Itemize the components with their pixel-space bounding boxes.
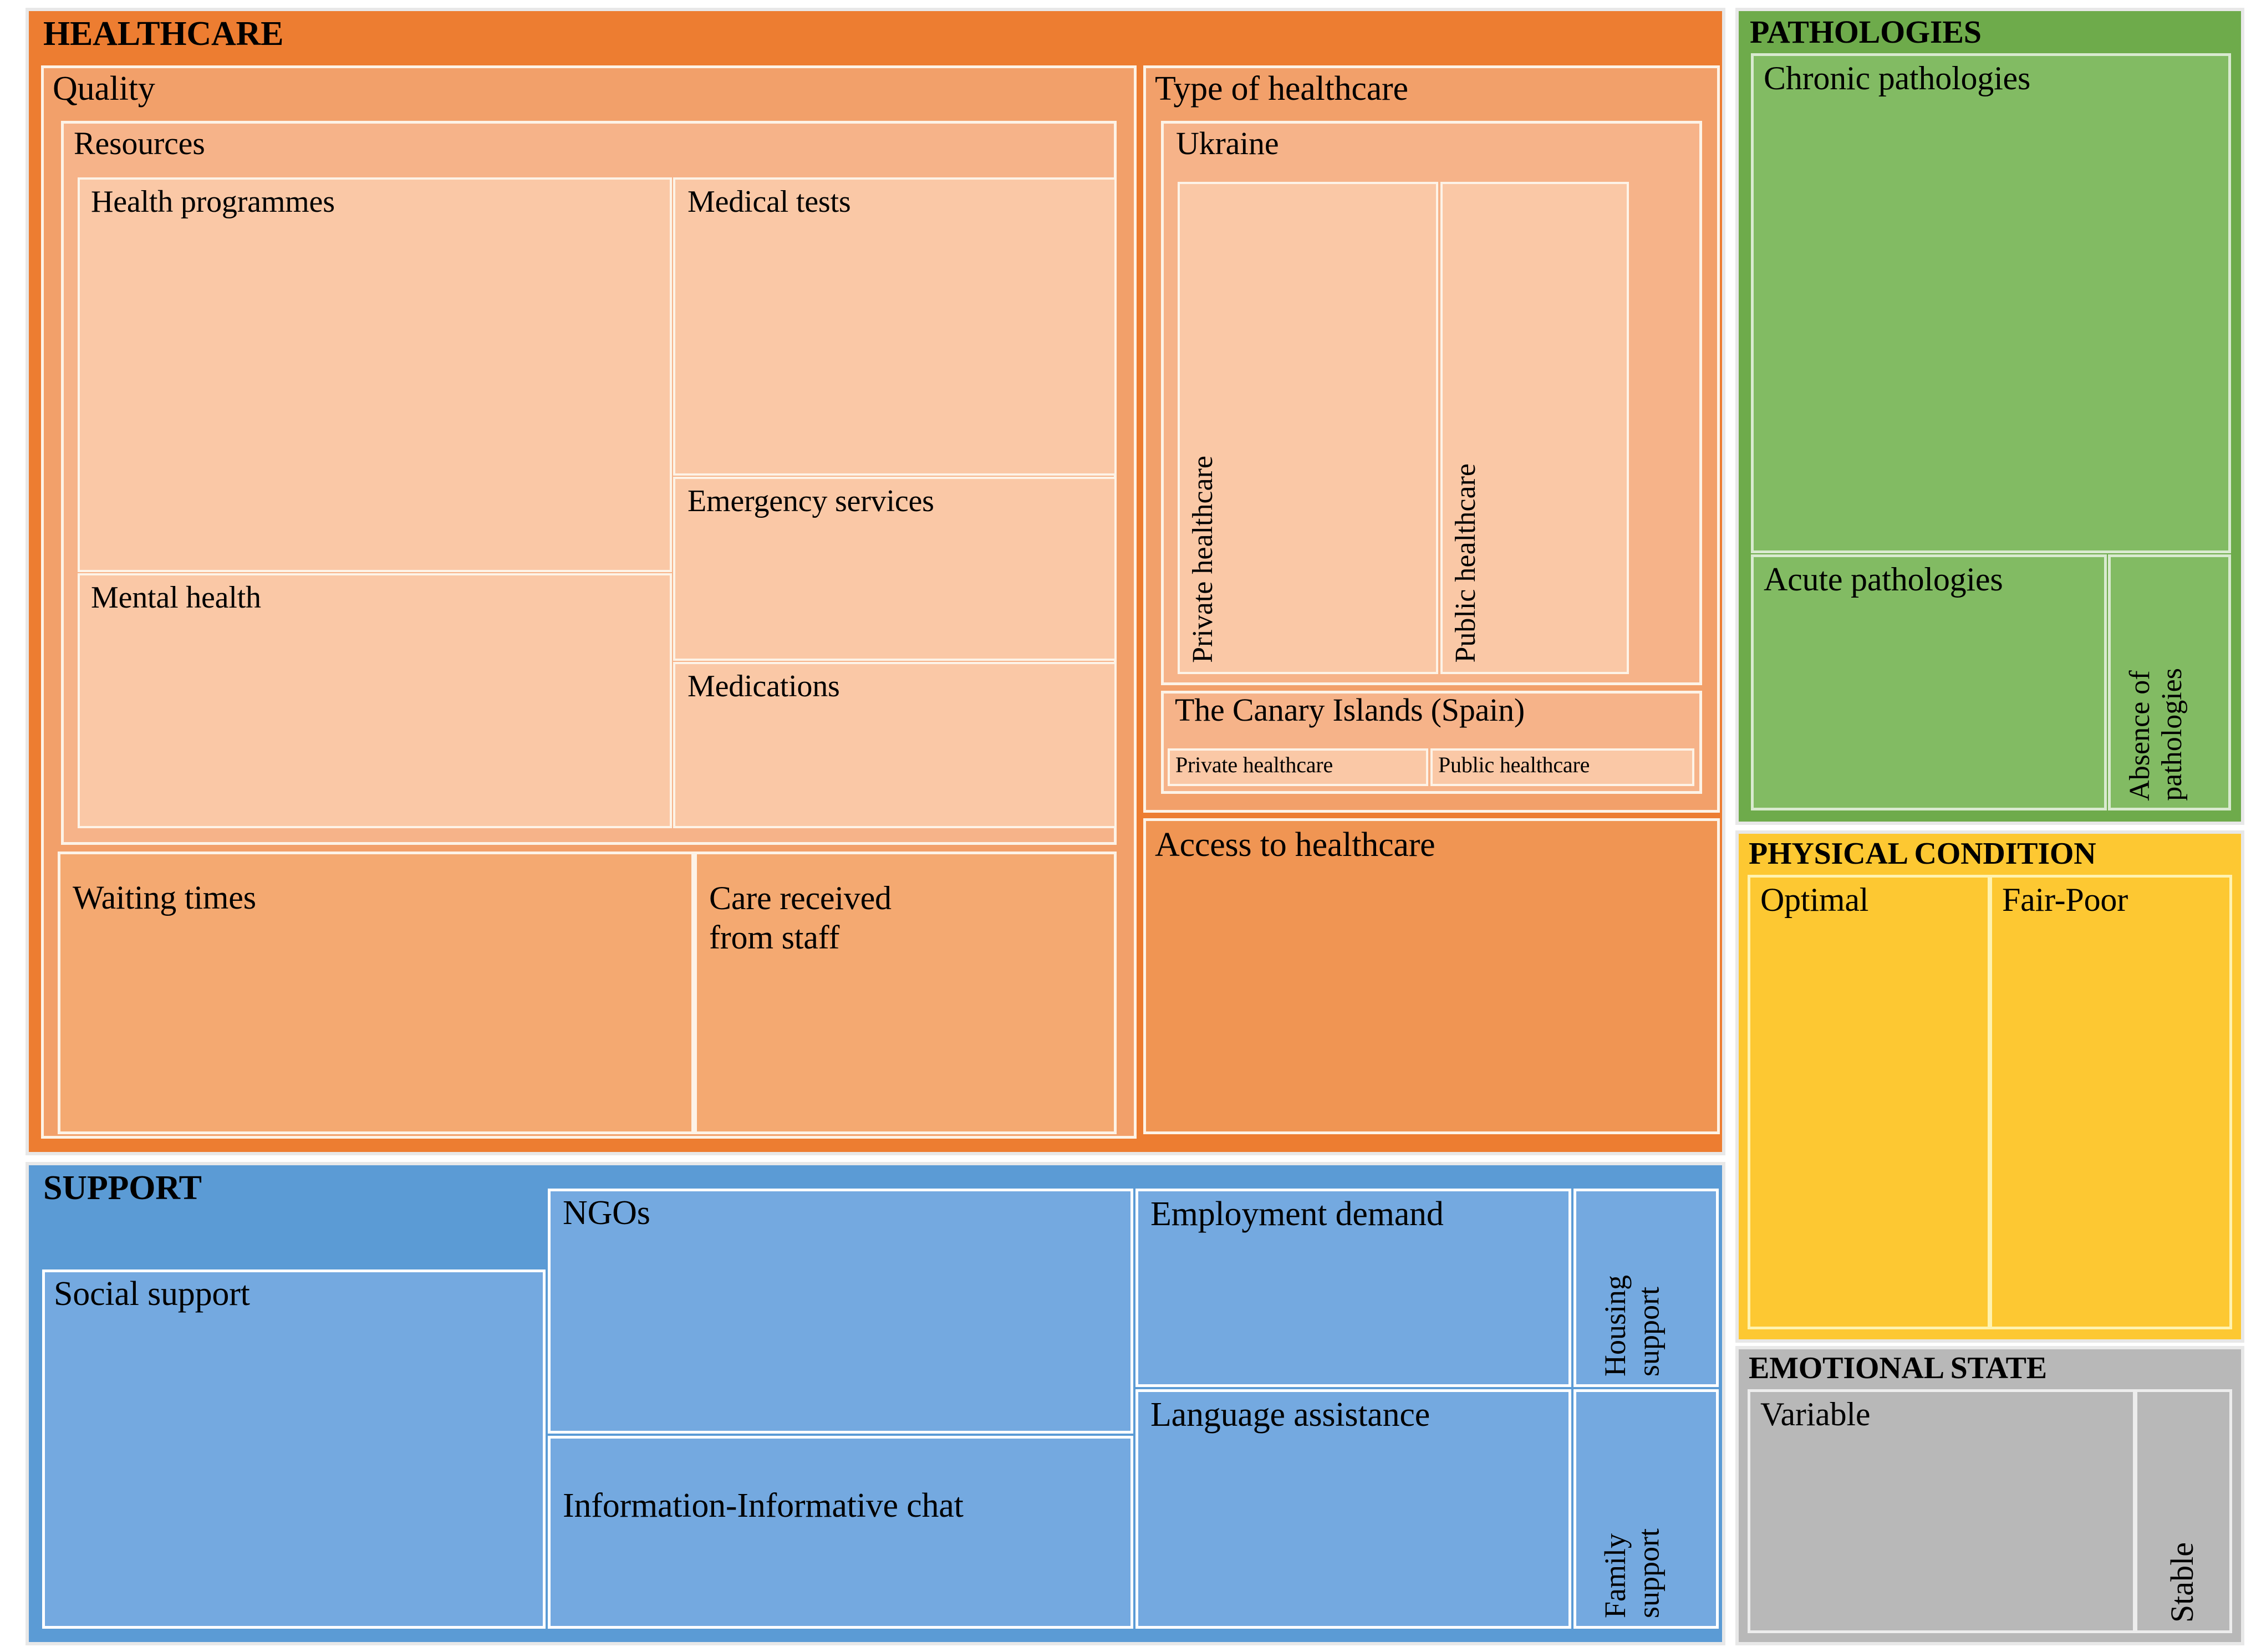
support-ngos[interactable]: NGOs (548, 1189, 1133, 1434)
ngos-label: NGOs (563, 1194, 650, 1232)
medical-tests-label: Medical tests (687, 185, 851, 219)
pathologies-header-label: PATHOLOGIES (1750, 14, 1982, 50)
support-housing-support[interactable]: Housing support (1573, 1189, 1719, 1387)
emotional-state-stable[interactable]: Stable (2135, 1389, 2232, 1633)
support-language-assistance[interactable]: Language assistance (1135, 1389, 1571, 1629)
healthcare-waiting-times[interactable]: Waiting times (58, 852, 694, 1134)
chronic-pathologies-label: Chronic pathologies (1764, 60, 2031, 96)
canary-private-label: Private healthcare (1175, 752, 1333, 777)
pathologies-acute[interactable]: Acute pathologies (1751, 554, 2107, 810)
healthcare-medical-tests[interactable]: Medical tests (673, 177, 1117, 476)
healthcare-mental-health[interactable]: Mental health (78, 573, 672, 828)
support-header-label: SUPPORT (43, 1169, 202, 1207)
emotional-state-header-label: EMOTIONAL STATE (1749, 1351, 2047, 1385)
type-of-healthcare-label: Type of healthcare (1155, 70, 1408, 108)
emergency-services-label: Emergency services (687, 484, 934, 518)
support-employment-demand[interactable]: Employment demand (1135, 1189, 1571, 1387)
canary-public-label: Public healthcare (1438, 752, 1590, 777)
pathologies-chronic[interactable]: Chronic pathologies (1751, 53, 2231, 553)
language-assistance-label: Language assistance (1150, 1396, 1430, 1434)
stable-label: Stable (2164, 1542, 2200, 1623)
healthcare-access[interactable]: Access to healthcare (1143, 818, 1720, 1134)
healthcare-health-programmes[interactable]: Health programmes (78, 177, 672, 572)
quality-label: Quality (53, 70, 155, 108)
access-to-healthcare-label: Access to healthcare (1155, 826, 1435, 864)
pathologies-absence[interactable]: Absence of pathologies (2108, 554, 2231, 810)
healthcare-canary-public[interactable]: Public healthcare (1430, 748, 1694, 786)
healthcare-ukraine-private[interactable]: Private healthcare (1178, 182, 1438, 674)
healthcare-canary-private[interactable]: Private healthcare (1168, 748, 1428, 786)
support-family-support[interactable]: Family support (1573, 1389, 1719, 1629)
information-chat-label: Information-Informative chat (563, 1487, 964, 1524)
physical-condition-optimal[interactable]: Optimal (1748, 875, 1990, 1329)
canary-islands-label: The Canary Islands (Spain) (1175, 692, 1525, 728)
ukraine-private-label: Private healthcare (1187, 456, 1219, 663)
resources-label: Resources (74, 125, 205, 161)
healthcare-medications[interactable]: Medications (673, 662, 1117, 828)
acute-pathologies-label: Acute pathologies (1764, 561, 2003, 598)
healthcare-care-received[interactable]: Care received from staff (694, 852, 1117, 1134)
optimal-label: Optimal (1760, 881, 1869, 918)
healthcare-header-label: HEALTHCARE (43, 15, 284, 53)
fair-poor-label: Fair-Poor (2002, 881, 2128, 918)
healthcare-ukraine-public[interactable]: Public healthcare (1440, 182, 1629, 674)
absence-of-pathologies-label: Absence of pathologies (2124, 668, 2188, 801)
housing-support-label: Housing support (1598, 1274, 1666, 1376)
physical-condition-header-label: PHYSICAL CONDITION (1749, 837, 2096, 871)
health-programmes-label: Health programmes (91, 185, 335, 219)
variable-label: Variable (1760, 1396, 1871, 1432)
family-support-label: Family support (1598, 1528, 1666, 1618)
emotional-state-variable[interactable]: Variable (1748, 1389, 2136, 1633)
waiting-times-label: Waiting times (73, 879, 256, 916)
physical-condition-fair-poor[interactable]: Fair-Poor (1989, 875, 2232, 1329)
ukraine-public-label: Public healthcare (1450, 463, 1481, 663)
employment-demand-label: Employment demand (1150, 1195, 1444, 1233)
medications-label: Medications (687, 669, 840, 703)
ukraine-label: Ukraine (1176, 125, 1279, 161)
mental-health-label: Mental health (91, 580, 261, 615)
healthcare-emergency-services[interactable]: Emergency services (673, 477, 1117, 661)
care-received-label: Care received from staff (709, 880, 892, 956)
support-social-support[interactable]: Social support (42, 1269, 546, 1629)
social-support-label: Social support (54, 1275, 250, 1313)
support-information-chat[interactable]: Information-Informative chat (548, 1436, 1133, 1629)
